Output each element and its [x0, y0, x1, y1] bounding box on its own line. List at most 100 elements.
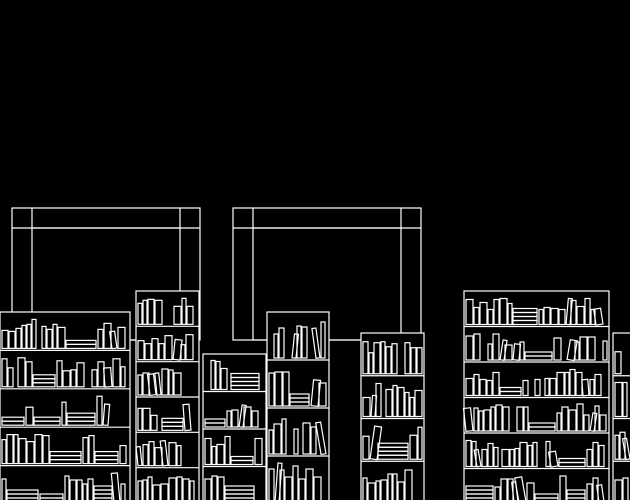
book: [465, 377, 474, 397]
book: [592, 477, 599, 500]
book: [375, 382, 382, 418]
book: [599, 414, 607, 432]
book-stacked: [512, 307, 538, 314]
book: [254, 437, 263, 466]
book: [362, 435, 370, 460]
book: [56, 360, 63, 388]
book: [31, 318, 37, 349]
book: [96, 395, 103, 426]
book: [210, 359, 216, 391]
book: [144, 343, 152, 361]
book-stacked: [528, 422, 556, 428]
book-stacked: [465, 485, 494, 491]
book: [182, 478, 190, 500]
book: [160, 483, 169, 500]
book: [142, 479, 148, 500]
book: [481, 448, 488, 468]
book: [161, 368, 169, 396]
book: [487, 343, 493, 361]
book: [146, 373, 157, 397]
book-stacked: [161, 417, 184, 423]
book: [473, 333, 481, 361]
book-stacked: [1, 416, 25, 422]
book: [274, 371, 283, 407]
book: [514, 476, 527, 500]
book: [13, 434, 19, 465]
book: [584, 297, 591, 326]
shelf-case: [612, 332, 630, 500]
book: [76, 479, 83, 500]
book: [1, 478, 7, 500]
book: [592, 307, 604, 326]
book: [226, 410, 232, 428]
shelf-case: [463, 290, 610, 500]
book: [108, 330, 118, 350]
book: [224, 435, 231, 466]
book: [519, 341, 525, 361]
book: [486, 379, 493, 397]
book: [26, 323, 32, 349]
book: [473, 373, 480, 397]
book: [186, 305, 194, 325]
book: [574, 341, 580, 361]
book: [185, 334, 194, 361]
book-stacked: [33, 416, 61, 422]
book: [614, 479, 623, 500]
book: [579, 336, 588, 361]
book: [392, 384, 398, 418]
book: [622, 477, 629, 500]
book: [6, 434, 14, 465]
book: [182, 403, 192, 432]
book: [587, 336, 596, 361]
book: [490, 406, 496, 432]
book: [279, 469, 285, 500]
book: [549, 377, 557, 397]
book: [120, 483, 126, 500]
book: [392, 473, 398, 500]
book-stacked: [224, 485, 255, 491]
book: [526, 482, 535, 500]
book: [147, 298, 155, 325]
book: [52, 323, 58, 349]
book: [189, 480, 195, 500]
book: [586, 483, 593, 500]
book-stacked: [6, 489, 39, 495]
book: [137, 407, 143, 431]
book: [61, 401, 67, 426]
book: [544, 377, 550, 397]
book: [181, 297, 187, 325]
book: [302, 422, 311, 455]
book: [25, 406, 34, 426]
book: [21, 324, 27, 349]
book: [216, 443, 225, 466]
book: [282, 371, 290, 407]
book: [619, 431, 626, 460]
book: [465, 298, 474, 326]
book: [404, 391, 410, 418]
book: [298, 478, 306, 500]
book-stacked: [534, 493, 559, 499]
book: [622, 381, 628, 418]
book: [385, 346, 392, 375]
book: [380, 341, 386, 375]
book: [204, 437, 212, 466]
book: [119, 445, 127, 465]
book: [231, 409, 239, 428]
book: [487, 308, 494, 326]
book: [473, 407, 479, 432]
book: [553, 337, 562, 361]
book: [478, 410, 484, 432]
book: [204, 478, 212, 500]
book: [281, 418, 287, 455]
book: [8, 330, 16, 349]
book: [534, 378, 541, 397]
bookshelf-1: [0, 311, 131, 500]
bookshelf-7: [612, 332, 630, 500]
book: [91, 369, 98, 388]
bookshelf-6: [462, 290, 610, 500]
book: [251, 410, 259, 428]
book: [301, 326, 308, 359]
book: [397, 386, 405, 418]
book: [292, 465, 299, 500]
